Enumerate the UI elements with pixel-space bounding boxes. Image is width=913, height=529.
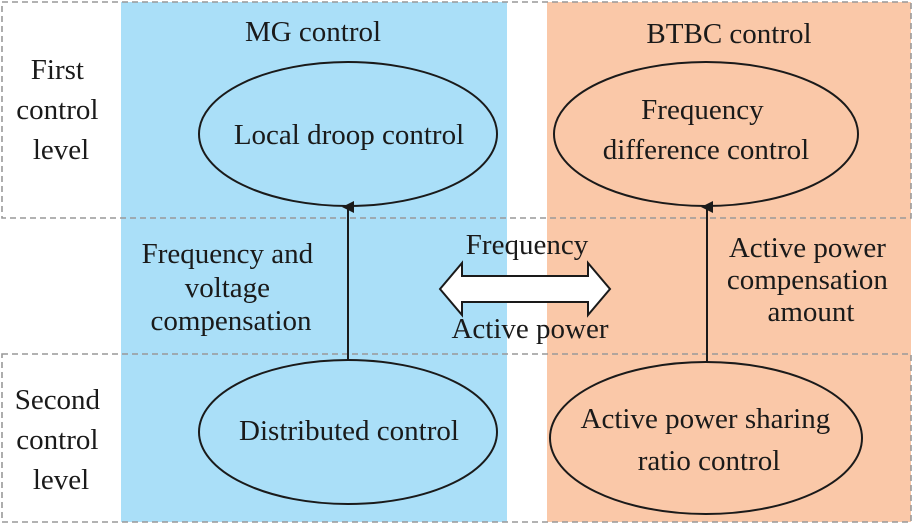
btbc-column-background [547,2,911,522]
mg-compensation-label-line: compensation [150,305,312,337]
btbc-column-title: BTBC control [646,18,811,50]
second-level-label-line: control [16,424,98,456]
btbc-compensation-label-line: amount [768,296,855,328]
frequency-difference-control-label: Frequency difference control [603,94,809,166]
active-power-sharing-label: Active power sharing ratio control [581,403,838,477]
mg-column-background [121,2,507,522]
frequency-difference-control-label-line: difference control [603,134,809,166]
exchange-double-arrow [438,260,612,318]
mg-column-title: MG control [245,16,381,48]
first-level-label-line: First [31,54,84,86]
exchange-active-power-label: Active power [451,313,608,345]
first-level-label: First control level [16,54,105,166]
local-droop-control-label: Local droop control [234,119,464,151]
distributed-control-label: Distributed control [239,415,459,447]
second-level-label: Second control level [15,384,108,496]
first-level-frame [1,1,912,219]
second-level-label-line: Second [15,384,101,416]
second-level-frame [1,353,912,523]
active-power-sharing-label-line: ratio control [638,445,781,477]
frequency-difference-control-label-line: Frequency [641,94,764,126]
mg-compensation-label-line: voltage [185,272,270,304]
mg-compensation-label: Frequency and voltage compensation [142,238,321,337]
second-level-label-line: level [33,464,89,496]
first-level-label-line: level [33,134,89,166]
btbc-compensation-label: Active power compensation amount [727,232,895,328]
mg-compensation-label-line: Frequency and [142,238,314,270]
exchange-frequency-label: Frequency [466,229,589,261]
active-power-sharing-label-line: Active power sharing [581,403,831,435]
btbc-compensation-label-line: compensation [727,264,889,296]
first-level-label-line: control [16,94,98,126]
btbc-compensation-label-line: Active power [729,232,886,264]
